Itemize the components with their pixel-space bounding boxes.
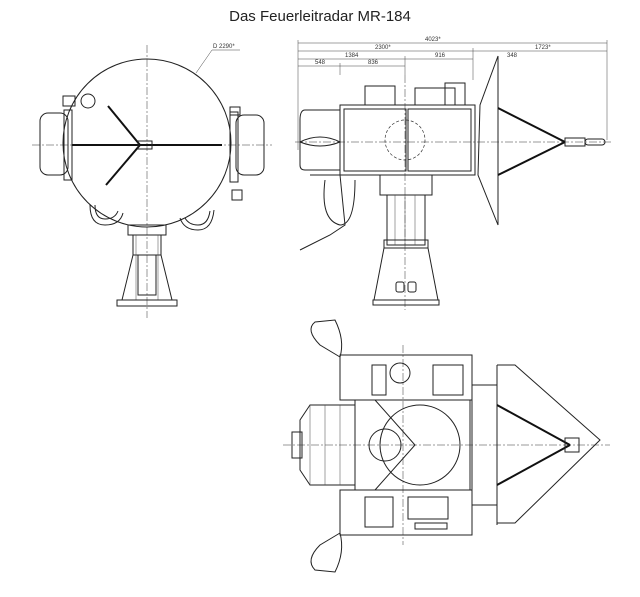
diameter-label: D 2290* [213,44,235,50]
drawing-title: Das Feuerleitradar MR-184 [229,8,411,25]
front-view [32,45,272,318]
side-view [295,40,612,310]
dim-seg-b: 916 [435,53,446,59]
dim-antenna: 1723* [535,45,551,51]
dim-overall: 4023* [425,37,441,43]
dim-body: 2300* [375,45,391,51]
top-view [283,319,610,573]
dim-dish-depth: 348 [507,53,518,59]
dim-seg-c: 548 [315,60,326,66]
dim-seg-d: 836 [368,60,379,66]
dim-seg-a: 1384 [345,53,359,59]
